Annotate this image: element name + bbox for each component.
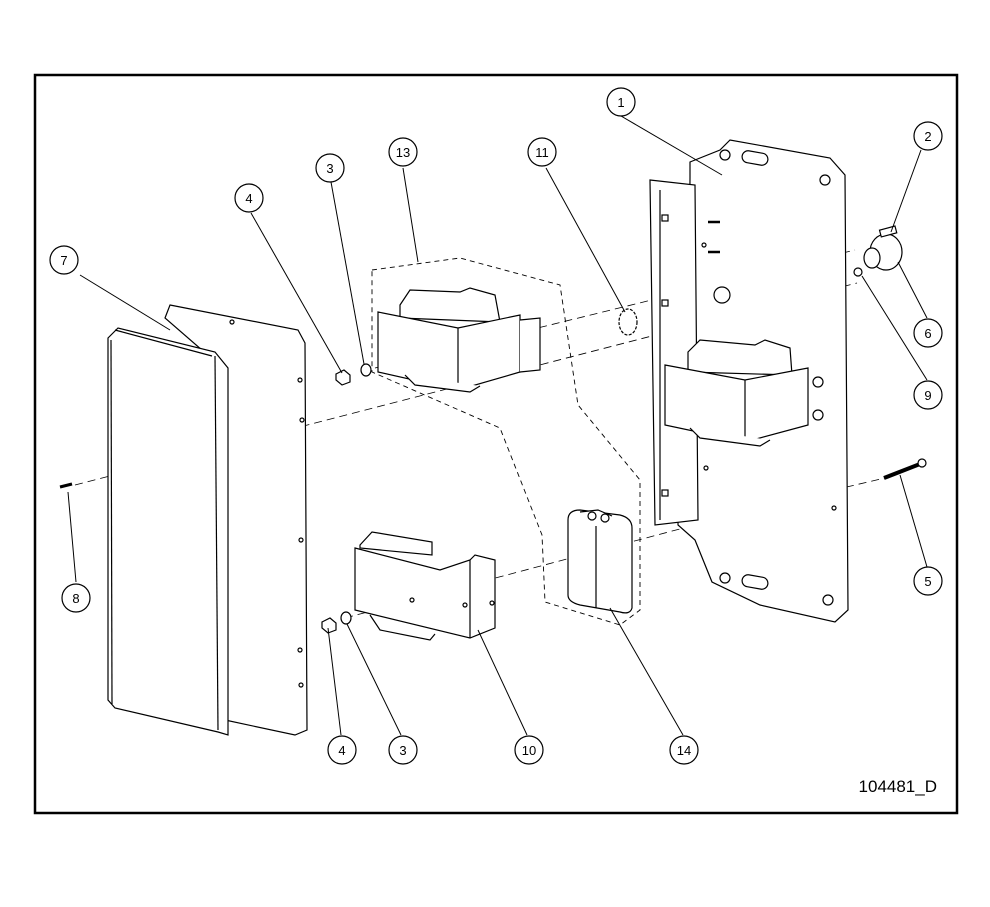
svg-text:9: 9 xyxy=(924,388,931,403)
svg-text:2: 2 xyxy=(924,129,931,144)
callout-4-lower: 4 xyxy=(327,735,357,765)
callout-7: 7 xyxy=(49,245,79,275)
callout-3-upper: 3 xyxy=(315,153,345,183)
callout-2: 2 xyxy=(913,121,943,151)
washer-upper xyxy=(360,363,372,377)
transformer-ballast xyxy=(377,287,541,393)
svg-text:6: 6 xyxy=(924,326,931,341)
svg-text:8: 8 xyxy=(72,591,79,606)
nut-lower xyxy=(321,617,337,634)
drawing-frame xyxy=(33,73,959,815)
svg-text:13: 13 xyxy=(396,145,410,160)
component-group-outline xyxy=(371,257,641,626)
svg-text:3: 3 xyxy=(399,743,406,758)
callout-10: 10 xyxy=(514,735,544,765)
callout-8: 8 xyxy=(61,583,91,613)
lock-nut xyxy=(618,308,638,336)
svg-text:4: 4 xyxy=(338,743,345,758)
transformer-mounted xyxy=(664,339,824,447)
svg-text:10: 10 xyxy=(522,743,536,758)
callout-11: 11 xyxy=(527,137,557,167)
svg-text:5: 5 xyxy=(924,574,931,589)
washer-lower xyxy=(340,611,352,625)
long-bolt xyxy=(883,462,921,480)
callout-4-upper: 4 xyxy=(234,183,264,213)
callout-9: 9 xyxy=(913,380,943,410)
capacitor xyxy=(567,509,633,614)
callout-6: 6 xyxy=(913,318,943,348)
callout-13: 13 xyxy=(388,137,418,167)
nut-upper xyxy=(335,369,351,386)
drawing-number: 104481_D xyxy=(859,777,937,796)
callout-14: 14 xyxy=(669,735,699,765)
svg-text:14: 14 xyxy=(677,743,691,758)
svg-text:3: 3 xyxy=(326,161,333,176)
svg-text:7: 7 xyxy=(60,253,67,268)
svg-text:11: 11 xyxy=(535,145,549,160)
callout-3-lower: 3 xyxy=(388,735,418,765)
callout-1: 1 xyxy=(606,87,636,117)
screw-small xyxy=(59,482,73,489)
nut-small xyxy=(853,267,863,277)
enclosure-cover xyxy=(107,304,308,736)
leader-lines xyxy=(67,115,928,736)
capacitor-bracket xyxy=(354,531,496,641)
svg-text:4: 4 xyxy=(245,191,252,206)
callout-5: 5 xyxy=(913,566,943,596)
svg-text:1: 1 xyxy=(617,95,624,110)
